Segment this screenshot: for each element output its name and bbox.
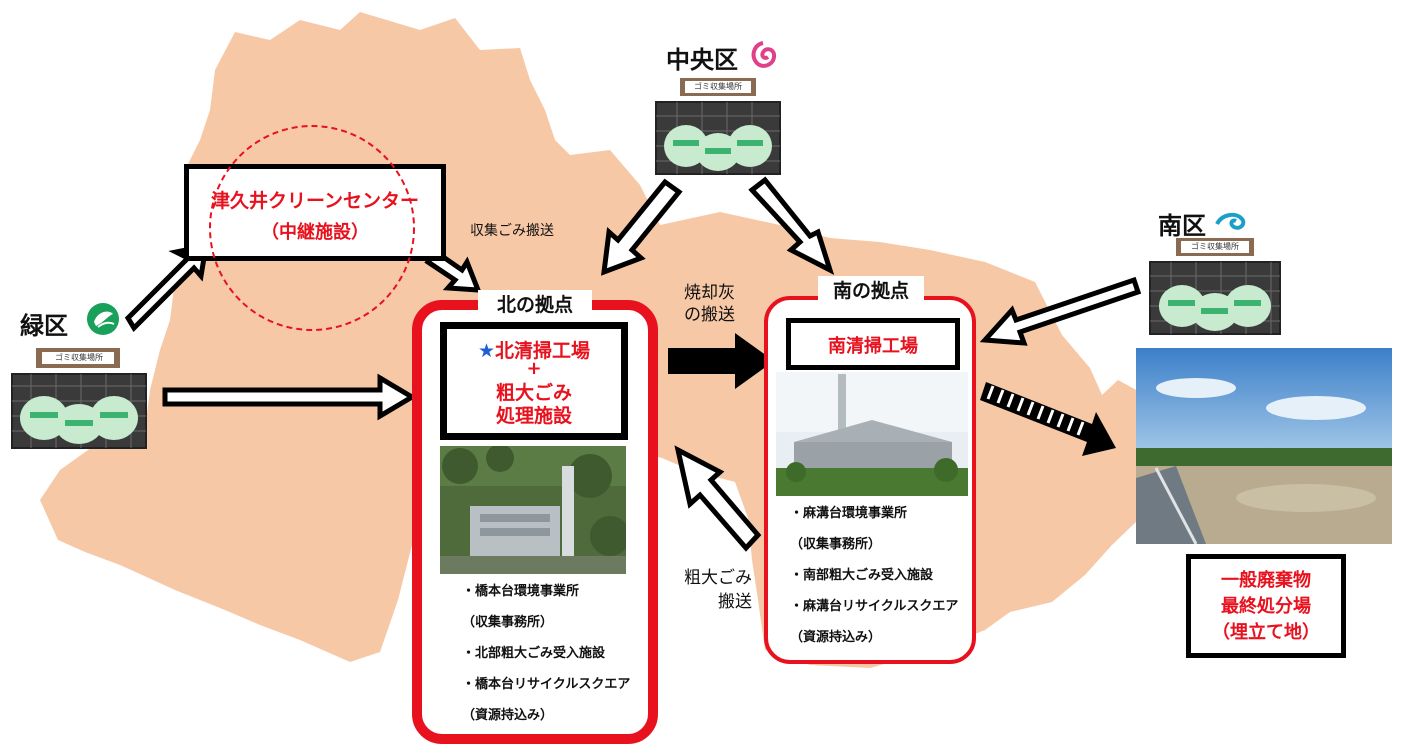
ward-minami-name: 南区 xyxy=(1158,212,1206,240)
north-plant-line1: ★北清掃工場 xyxy=(440,336,628,363)
wave-icon xyxy=(1215,212,1246,230)
bin-sign: ゴミ収集場所 xyxy=(1191,242,1239,251)
arrow-minami-to-south xyxy=(979,276,1142,346)
garbage-bin-illustration xyxy=(1149,238,1281,335)
south-facility-list: ・麻溝台環境事業所 （収集事務所） ・南部粗大ごみ受入施設 ・麻溝台リサイクルス… xyxy=(790,498,958,653)
star-icon: ★ xyxy=(477,340,496,362)
garbage-bin-illustration xyxy=(11,348,147,449)
south-facility-item: （資源持込み） xyxy=(790,630,882,645)
bin-midori: ゴミ収集場所 xyxy=(6,346,152,450)
ward-midori-name: 緑区 xyxy=(20,312,68,340)
north-hub-title: 北の拠点 xyxy=(478,290,592,317)
south-plant-name: 南清掃工場 xyxy=(828,336,918,357)
arrow-south-to-landfill xyxy=(980,382,1116,456)
arrow-ash-transport xyxy=(668,333,774,389)
collection-transport-label: 収集ごみ搬送 xyxy=(470,223,554,239)
north-plus: + xyxy=(526,358,542,379)
arrow-chuo-to-north xyxy=(601,178,683,276)
landfill-photo xyxy=(1136,348,1392,544)
bin-sign: ゴミ収集場所 xyxy=(694,82,742,91)
ash-label-line1: 焼却灰 xyxy=(684,283,735,303)
leaf-circle-icon xyxy=(87,303,119,335)
south-facility-item: ・麻溝台環境事業所 xyxy=(790,506,908,521)
bin-minami: ゴミ収集場所 xyxy=(1146,236,1284,336)
north-bulky-line1: 粗大ごみ xyxy=(495,382,572,404)
north-facility-item: （資源持込み） xyxy=(462,708,554,723)
swirl-icon xyxy=(751,41,777,68)
arrow-chuo-to-south xyxy=(748,176,835,275)
tsukui-sub: （中継施設） xyxy=(261,222,369,243)
bulky-transport-label: 粗大ごみ 搬送 xyxy=(670,566,752,614)
garbage-bin-illustration xyxy=(655,78,781,175)
north-facility-item: ・北部粗大ごみ受入施設 xyxy=(462,646,606,661)
landfill-line3: （埋立て地） xyxy=(1212,622,1320,643)
north-facility-item: ・橋本台環境事業所 xyxy=(462,584,580,599)
south-facility-item: （収集事務所） xyxy=(790,537,882,552)
south-plant-photo xyxy=(776,372,968,496)
bin-chuo: ゴミ収集場所 xyxy=(652,76,784,176)
north-facility-list: ・橋本台環境事業所 （収集事務所） ・北部粗大ごみ受入施設 ・橋本台リサイクルス… xyxy=(462,576,630,731)
south-facility-item: ・南部粗大ごみ受入施設 xyxy=(790,568,934,583)
ward-chuo-name: 中央区 xyxy=(666,46,738,74)
north-facility-item: （収集事務所） xyxy=(462,615,554,630)
arrow-tsukui-to-north xyxy=(424,248,482,293)
south-facility-item: ・麻溝台リサイクルスクエア xyxy=(790,599,959,614)
north-facility-item: ・橋本台リサイクルスクエア xyxy=(462,677,631,692)
landfill-line1: 一般廃棄物 xyxy=(1221,570,1311,591)
ash-label-line2: の搬送 xyxy=(684,305,735,325)
arrow-midori-to-north xyxy=(162,373,417,421)
bulky-label-line2: 搬送 xyxy=(718,592,752,612)
tsukui-name: 津久井クリーンセンター xyxy=(210,190,420,212)
south-plant-box xyxy=(786,318,960,370)
bulky-label-line1: 粗大ごみ xyxy=(684,568,752,588)
north-bulky-line2: 処理施設 xyxy=(495,405,572,427)
north-plant-box xyxy=(440,322,628,440)
landfill-line2: 最終処分場 xyxy=(1221,596,1311,617)
north-plant-photo xyxy=(440,446,626,574)
south-hub-title: 南の拠点 xyxy=(818,276,924,303)
ash-transport-label: 焼却灰 の搬送 xyxy=(684,282,735,326)
north-plant-name: 北清掃工場 xyxy=(495,340,591,362)
landfill-box xyxy=(1186,554,1346,658)
bin-sign: ゴミ収集場所 xyxy=(55,353,103,362)
arrow-bulky-transport xyxy=(674,445,762,552)
